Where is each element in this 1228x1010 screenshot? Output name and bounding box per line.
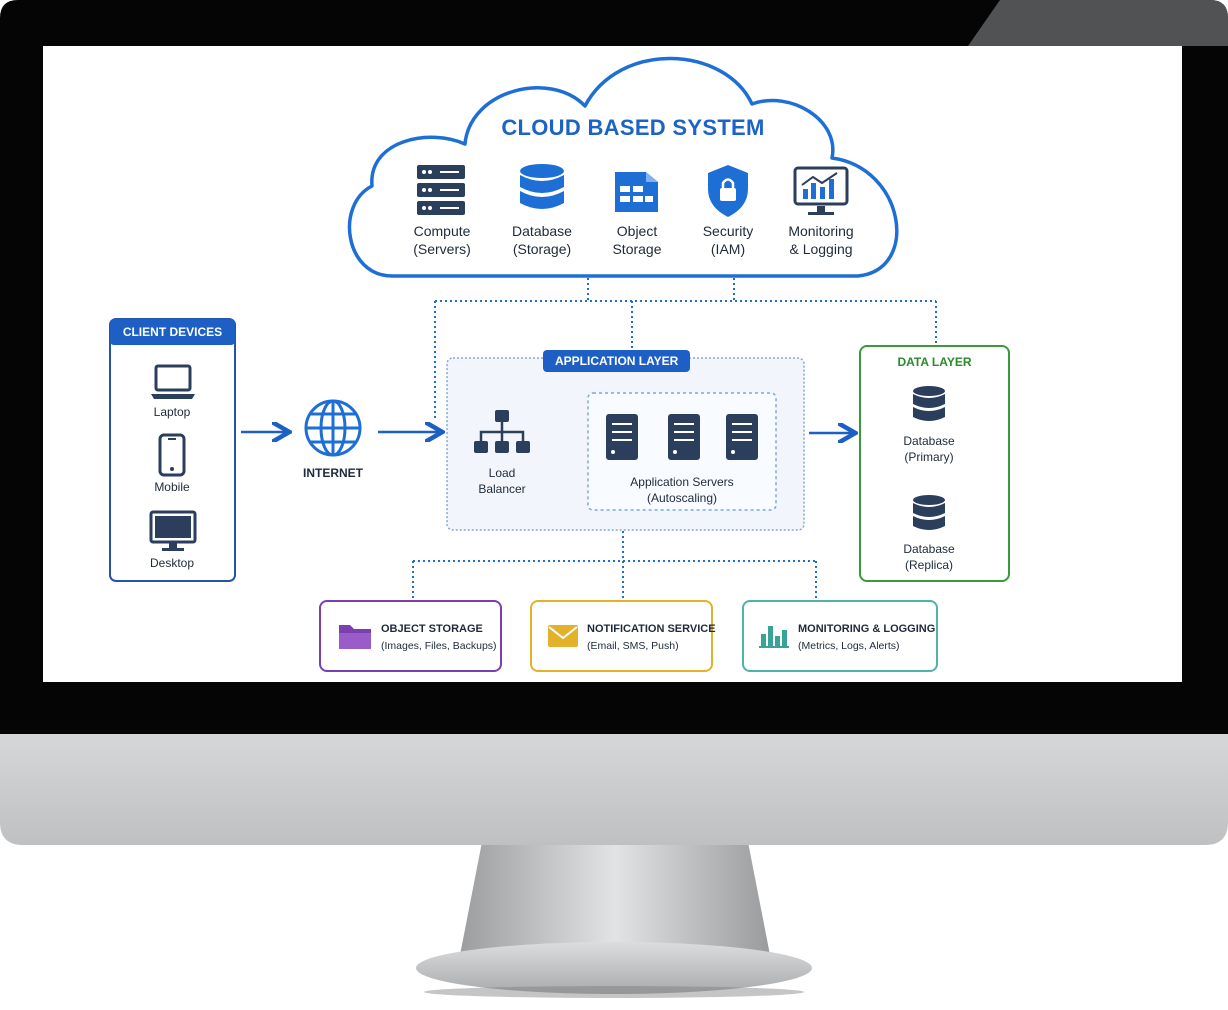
application-servers-label: Application Servers(Autoscaling) [630,475,734,505]
server-icon [668,414,700,460]
cloud-shape [347,56,899,278]
service-compute-label: Compute(Servers) [413,223,471,257]
mobile-icon [158,433,186,477]
bar-chart-icon [759,626,789,648]
cloud-title: CLOUD BASED SYSTEM [501,115,765,140]
monitoring-logging-title: MONITORING & LOGGING [798,623,936,635]
notification-service-box: NOTIFICATION SERVICE (Email, SMS, Push) [530,600,716,672]
server-rack-icon [417,165,465,215]
monitoring-logging-box: MONITORING & LOGGING (Metrics, Logs, Ale… [742,600,938,672]
monitoring-logging-subtitle: (Metrics, Logs, Alerts) [798,640,900,652]
object-storage-title: OBJECT STORAGE [381,623,483,635]
folder-icon [339,625,371,649]
object-storage-icon [615,172,658,212]
application-layer-title: APPLICATION LAYER [543,350,691,372]
service-security-label: Security(IAM) [702,223,754,257]
service-monitoring-label: Monitoring& Logging [788,223,854,257]
database-primary-icon [913,386,945,421]
database-icon [520,164,564,209]
data-layer-box [859,345,1010,582]
monitor-chart-icon [793,166,849,215]
internet-label: INTERNET [303,466,363,480]
laptop-icon [151,364,195,399]
envelope-icon [548,625,578,647]
object-storage-box: OBJECT STORAGE (Images, Files, Backups) [319,600,502,672]
client-devices-title: CLIENT DEVICES [122,325,223,339]
shield-lock-icon [708,165,748,217]
service-database-label: Database(Storage) [512,223,572,257]
notification-service-subtitle: (Email, SMS, Push) [587,640,679,652]
database-primary-label: Database(Primary) [903,434,955,464]
notification-service-title: NOTIFICATION SERVICE [587,623,716,635]
server-icon [606,414,638,460]
server-icon [726,414,758,460]
globe-icon [304,399,362,457]
data-layer-title: DATA LAYER [897,355,972,369]
device-mobile-label: Mobile [154,480,190,494]
database-replica-label: Database(Replica) [903,542,955,572]
device-desktop-label: Desktop [149,556,195,570]
desktop-icon [149,510,197,551]
object-storage-subtitle: (Images, Files, Backups) [381,640,497,652]
network-tree-icon [474,410,530,453]
database-replica-icon [913,495,945,530]
device-laptop-label: Laptop [153,405,191,419]
